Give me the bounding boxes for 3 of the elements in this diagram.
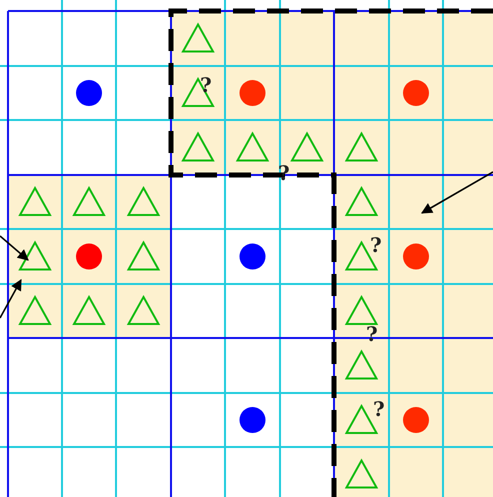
question-mark: ? (370, 235, 382, 255)
question-mark: ? (373, 399, 385, 419)
question-mark: ? (200, 75, 212, 95)
